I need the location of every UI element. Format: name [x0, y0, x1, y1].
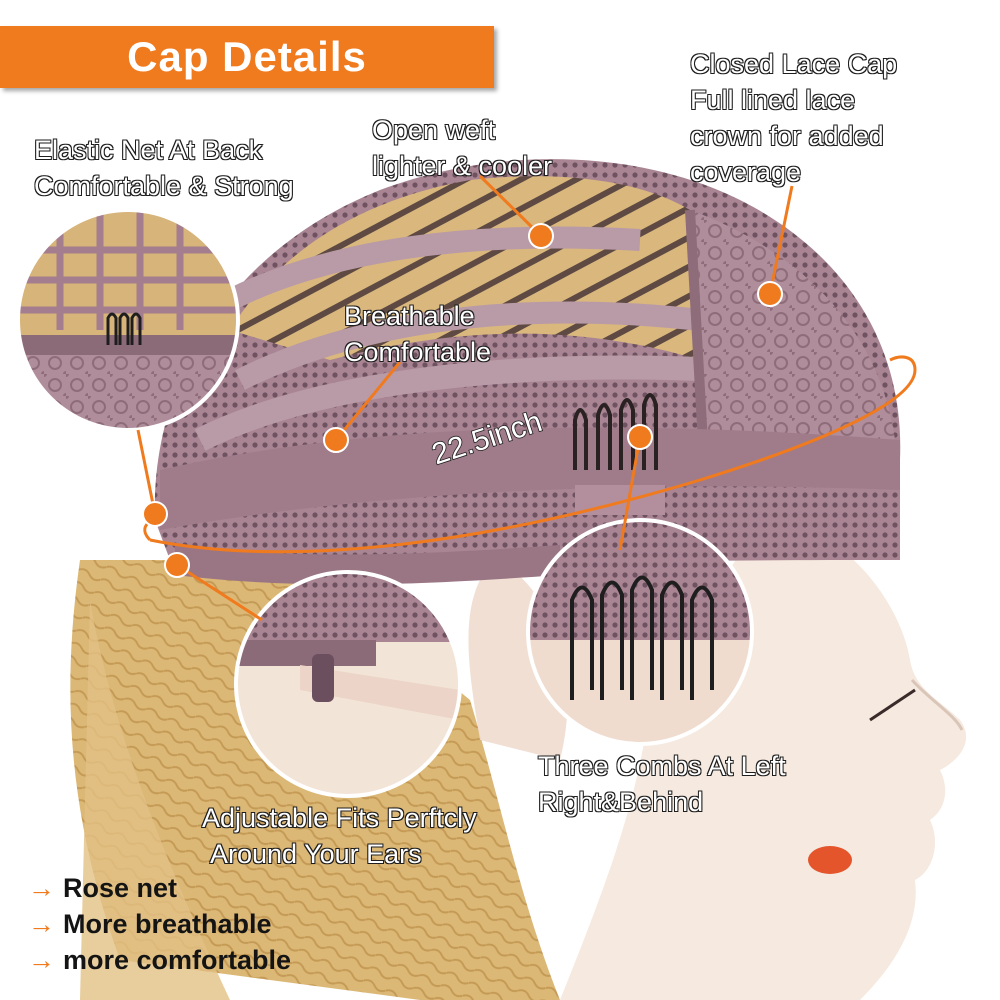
open-weft-line-1: Open weft	[371, 114, 496, 146]
arrow-right-icon: →	[28, 909, 55, 939]
elastic-net-line-2: Comfortable & Strong	[33, 170, 294, 202]
feature-rose-net: → Rose net	[28, 870, 177, 906]
closed-lace-line-1: Closed Lace Cap	[689, 48, 898, 80]
breathable-line-2: Comfortable	[343, 336, 492, 368]
breathable-marker	[323, 427, 349, 453]
adjustable-label: Adjustable Fits Perftcly Around Your Ear…	[201, 800, 477, 872]
combs-marker	[627, 424, 653, 450]
feature-more-comfortable: → more comfortable	[28, 942, 291, 978]
breathable-line-1: Breathable	[343, 300, 475, 332]
feature-text: More breathable	[63, 909, 272, 939]
combs-line-1: Three Combs At Left	[537, 750, 786, 782]
adjustable-line-2: Around Your Ears	[209, 838, 422, 870]
elastic-net-label: Elastic Net At Back Comfortable & Strong	[33, 132, 294, 204]
adjustable-line-1: Adjustable Fits Perftcly	[201, 802, 477, 834]
closed-lace-line-2: Full lined lace	[689, 84, 856, 116]
page-title: Cap Details	[127, 33, 367, 80]
elastic-net-line-1: Elastic Net At Back	[33, 134, 263, 166]
open-weft-label: Open weft lighter & cooler	[371, 112, 553, 184]
closed-lace-line-3: crown for added	[689, 120, 884, 152]
title-banner	[0, 26, 494, 88]
adjustable-marker	[164, 552, 190, 578]
arrow-right-icon: →	[28, 873, 55, 903]
feature-more-breathable: → More breathable	[28, 906, 272, 942]
closed-lace-cap-label: Closed Lace Cap Full lined lace crown fo…	[689, 46, 898, 190]
feature-text: more comfortable	[63, 945, 292, 975]
open-weft-line-2: lighter & cooler	[371, 150, 553, 182]
arrow-right-icon: →	[28, 945, 55, 975]
closed-lace-marker	[757, 281, 783, 307]
open-weft-marker	[528, 223, 554, 249]
combs-line-2: Right&Behind	[537, 786, 704, 818]
breathable-label: Breathable Comfortable	[343, 298, 492, 370]
combs-label: Three Combs At Left Right&Behind	[537, 748, 786, 820]
elastic-net-marker	[142, 501, 168, 527]
feature-text: Rose net	[63, 873, 178, 903]
closed-lace-line-4: coverage	[689, 156, 802, 188]
